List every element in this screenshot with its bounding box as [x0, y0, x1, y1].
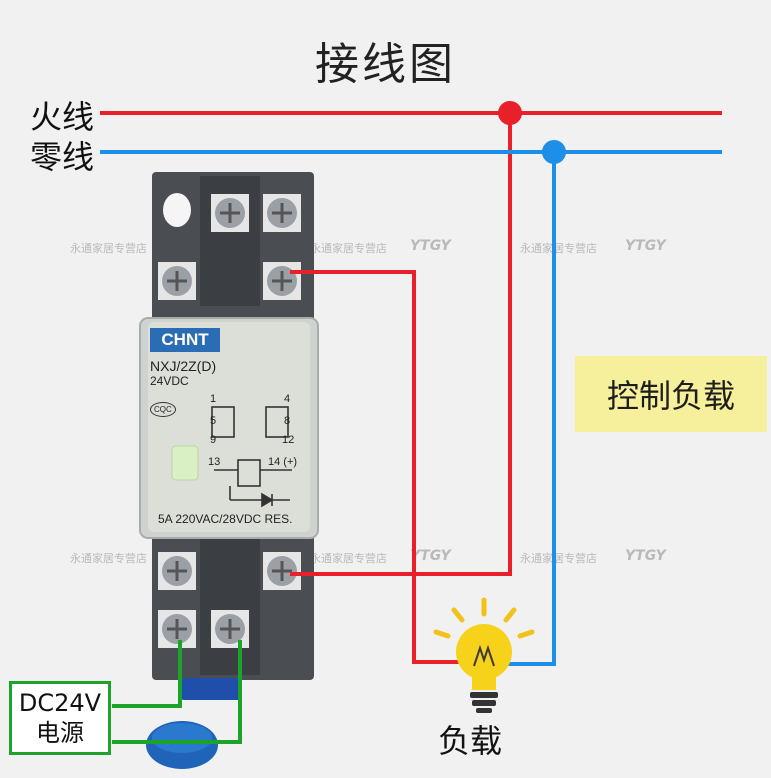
relay-brand-logo: CHNT	[150, 328, 220, 352]
watermark-shop: 永通家居专营店	[70, 242, 147, 255]
relay-pin-label: 8	[284, 415, 291, 427]
load-label: 负载	[438, 722, 503, 760]
live-to-load-wire	[290, 270, 470, 664]
dc-power-supply-box: DC24V 电源	[9, 681, 111, 755]
watermark-logo: YTGY	[625, 238, 666, 254]
watermark-logo: YTGY	[625, 548, 666, 564]
mounting-hole	[163, 193, 191, 227]
power-supply-label: 电源	[36, 719, 84, 747]
watermark-shop: 永通家居专营店	[520, 552, 597, 565]
watermark-shop: 永通家居专营店	[310, 242, 387, 255]
relay-cert-mark: CQC	[150, 402, 176, 417]
relay-pin-label: 1	[210, 393, 217, 405]
relay-base-inner-bottom	[200, 535, 260, 675]
watermark-shop: 永通家居专营店	[310, 552, 387, 565]
relay-pin-label: 5	[210, 415, 217, 427]
page-title: 接线图	[315, 39, 456, 90]
control-load-label: 控制负载	[575, 356, 767, 432]
control-wire-negative	[112, 640, 242, 744]
watermark-logo: YTGY	[410, 238, 451, 254]
control-wire-positive	[112, 640, 182, 708]
relay-model: NXJ/2Z(D)	[150, 358, 217, 374]
watermark-logo: YTGY	[410, 548, 451, 564]
relay-pin-label: 13	[208, 456, 221, 468]
control-load-text: 控制负载	[606, 377, 735, 415]
light-bulb-icon	[433, 597, 535, 713]
relay-led	[171, 445, 199, 481]
terminal-screws	[158, 194, 301, 648]
power-supply-voltage: DC24V	[18, 689, 102, 717]
relay-pin-label: 4	[284, 393, 291, 405]
relay-voltage: 24VDC	[150, 374, 189, 388]
relay-pin-label: 14 (+)	[268, 456, 298, 468]
watermark-shop: 永通家居专营店	[70, 552, 147, 565]
relay-pin-label: 12	[282, 434, 295, 446]
relay-blue-clip	[180, 678, 242, 700]
relay-rating: 5A 220VAC/28VDC RES.	[158, 512, 293, 526]
relay-schematic	[211, 406, 292, 508]
watermark-shop: 永通家居专营店	[520, 242, 597, 255]
neutral-wire-label: 零线	[30, 138, 95, 176]
neutral-to-load-wire	[500, 152, 556, 666]
relay-pin-label: 9	[210, 434, 217, 446]
live-drop-wire	[290, 113, 512, 576]
live-wire-label: 火线	[30, 98, 95, 136]
